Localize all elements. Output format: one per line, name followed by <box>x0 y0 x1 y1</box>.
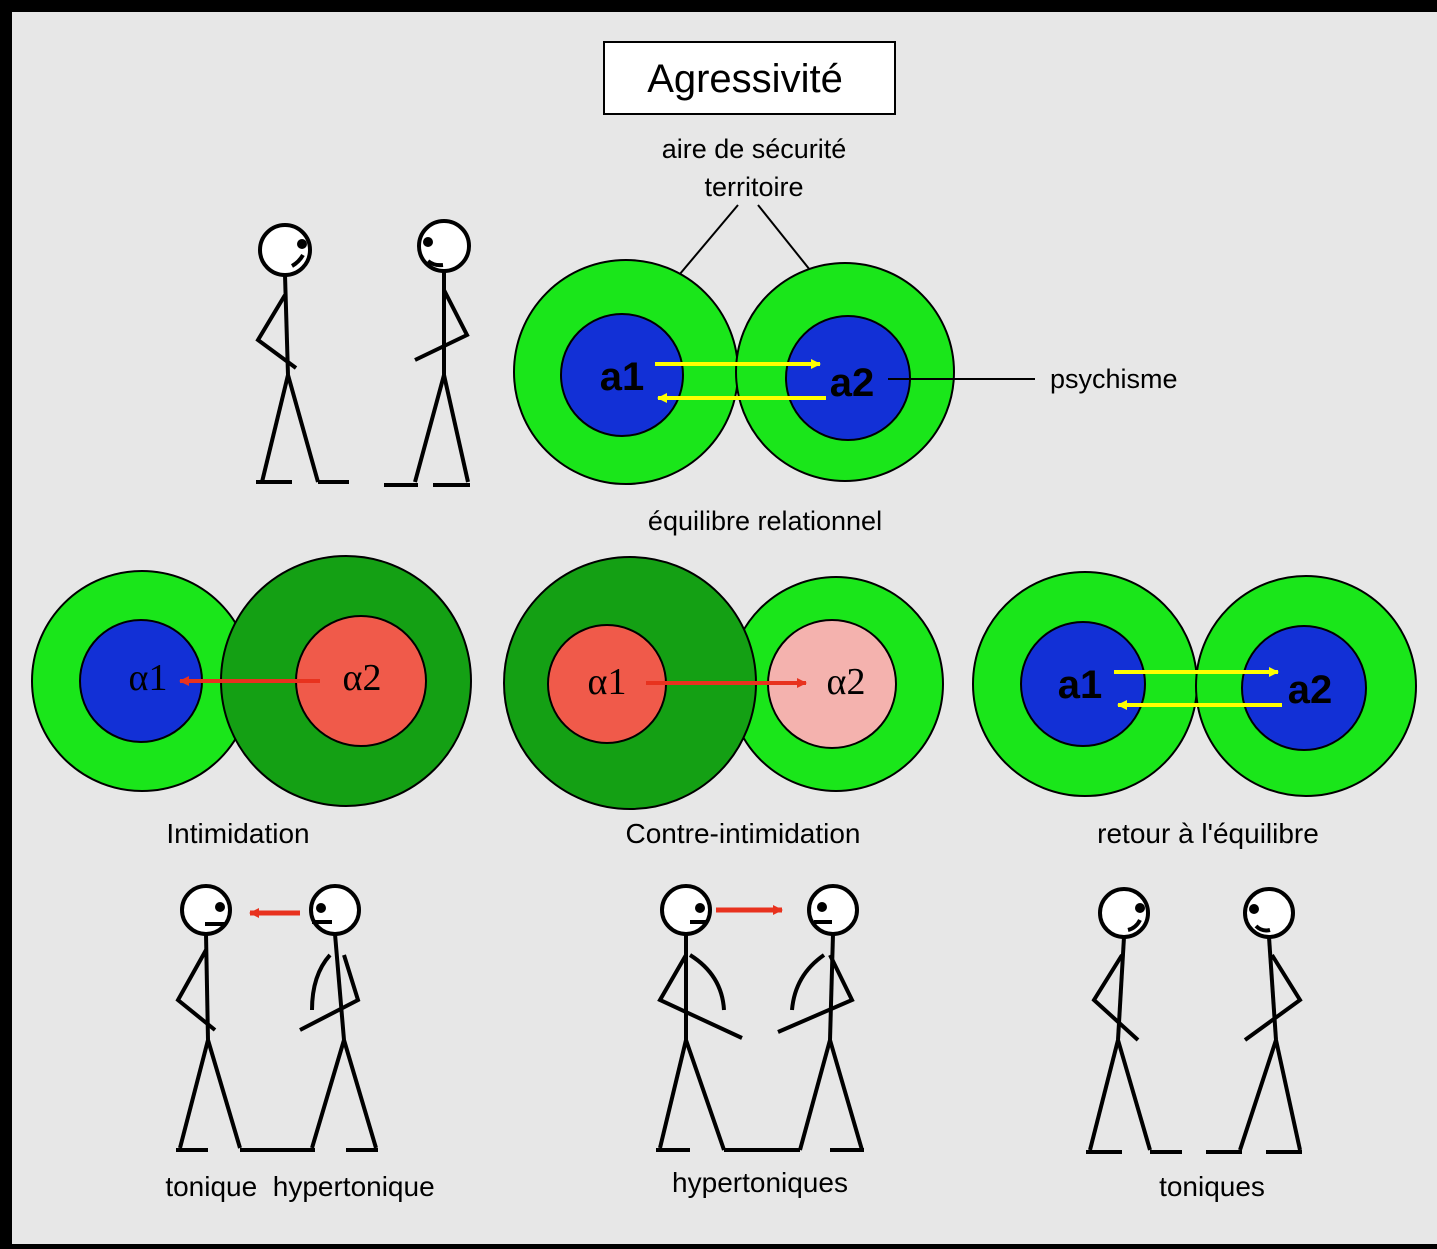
node-a2: a2 <box>830 361 875 405</box>
intimidation-caption: Intimidation <box>166 818 309 849</box>
stick-figure-hypertonic-right <box>777 884 864 1152</box>
node-a1: a1 <box>1058 663 1103 707</box>
psyche-circle-left <box>1020 621 1146 747</box>
node-alpha1: α1 <box>588 661 627 703</box>
panel-intimidation: α1 α2 Intimidation <box>31 555 472 849</box>
stick-figure-tonic <box>175 884 242 1152</box>
stick-figure-top-left <box>255 223 349 484</box>
panel-return-to-balance: a1 a2 retour à l'équilibre <box>972 571 1417 849</box>
top-territory-pair: a1 a2 <box>513 259 955 485</box>
stick-figure-hypertonic <box>240 884 378 1152</box>
counter-intimidation-caption: Contre-intimidation <box>626 818 861 849</box>
psychism-label: psychisme <box>1050 364 1178 394</box>
psyche-circle-left <box>560 313 684 437</box>
node-a1: a1 <box>600 355 645 399</box>
territory-label: territoire <box>704 172 803 202</box>
toniques-figures-caption: toniques <box>1159 1171 1265 1202</box>
psyche-circle-right <box>1241 625 1367 751</box>
node-alpha2: α2 <box>827 661 866 703</box>
node-alpha1: α1 <box>129 657 168 699</box>
counter-intimidation-figures-caption: hypertoniques <box>672 1167 848 1198</box>
node-alpha2: α2 <box>343 657 382 699</box>
relational-balance-caption: équilibre relationnel <box>648 506 882 536</box>
stick-figure-tonic-right <box>1206 887 1303 1154</box>
intimidation-figures-caption: tonique hypertonique <box>165 1171 434 1202</box>
node-a2: a2 <box>1288 668 1333 712</box>
return-to-balance-caption: retour à l'équilibre <box>1097 818 1319 849</box>
title-box <box>603 41 896 115</box>
stick-figure-tonic-left <box>1086 887 1182 1154</box>
page-title: Agressivité <box>647 57 843 101</box>
panel-counter-intimidation: α1 α2 Contre-intimidation <box>503 556 944 849</box>
stick-figure-hypertonic-left <box>656 884 800 1152</box>
security-area-label: aire de sécurité <box>662 134 847 164</box>
stick-figure-top-right <box>384 219 471 487</box>
